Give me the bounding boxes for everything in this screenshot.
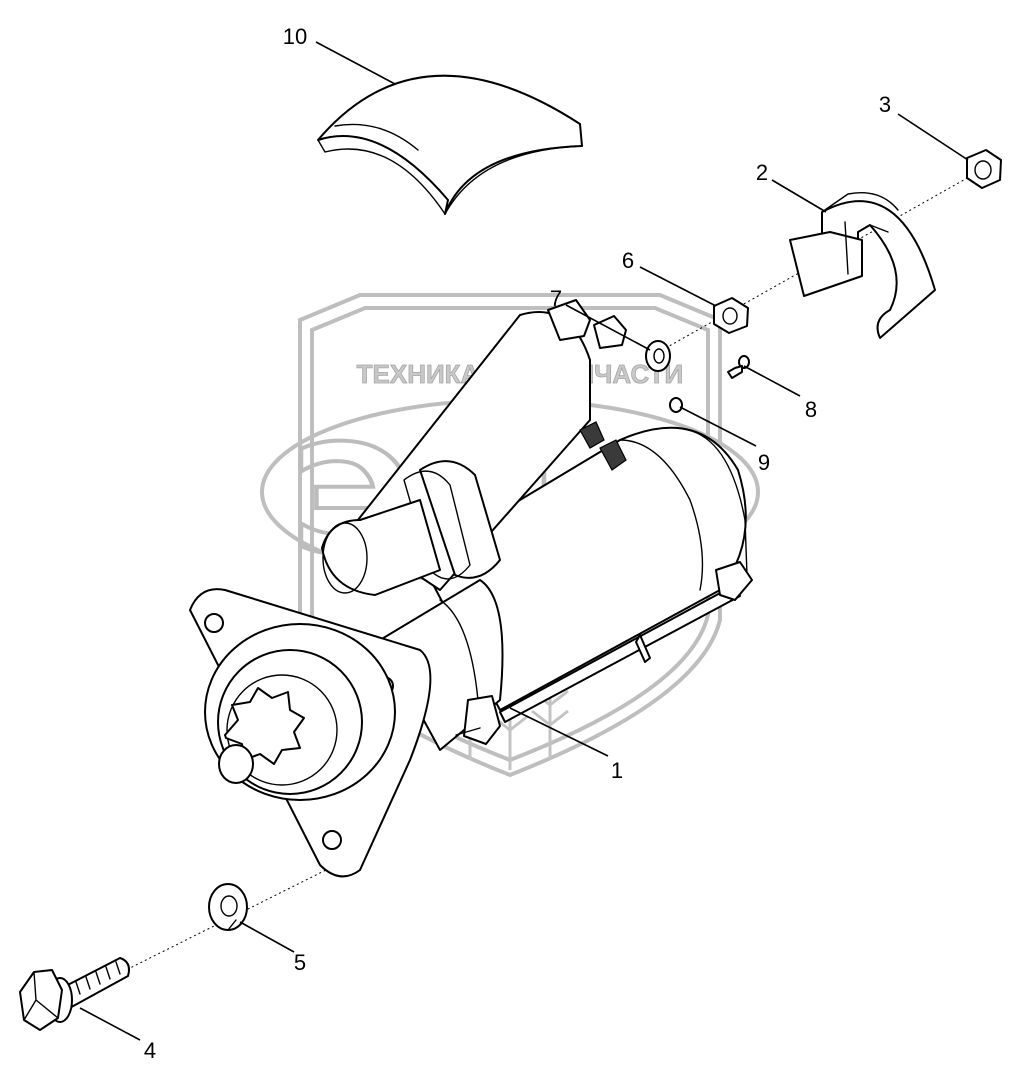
- callout-2: 2: [756, 160, 768, 185]
- part-3-nut: [966, 149, 1002, 189]
- leader-2: [771, 179, 827, 213]
- leader-10: [315, 41, 396, 85]
- callout-7: 7: [550, 286, 562, 311]
- leader-8: [743, 365, 801, 397]
- callout-3: 3: [879, 92, 891, 117]
- part-8-screw: [727, 355, 750, 379]
- part-1-starter: [189, 299, 753, 878]
- part-2-terminal-cover: [789, 192, 936, 339]
- leader-5: [239, 921, 295, 953]
- callout-6: 6: [622, 248, 634, 273]
- callout-1: 1: [611, 758, 623, 783]
- leader-7: [565, 304, 651, 351]
- part-5-washer: [208, 883, 248, 931]
- part-9-washer: [669, 397, 683, 413]
- callout-8: 8: [805, 397, 817, 422]
- leader-9: [679, 406, 757, 447]
- leader-1: [509, 707, 609, 757]
- watermark-brand-left: ТЕХНИКА: [357, 359, 480, 389]
- part-7-washer: [645, 340, 671, 372]
- part-6-nut: [713, 297, 749, 334]
- callout-5: 5: [294, 950, 306, 975]
- callout-10: 10: [283, 24, 307, 49]
- leader-3: [897, 113, 969, 161]
- callout-4: 4: [144, 1038, 156, 1063]
- part-4-bolt: [19, 957, 130, 1031]
- leader-6: [639, 266, 717, 307]
- callout-9: 9: [758, 450, 770, 475]
- part-10-heat-shield: [317, 74, 583, 215]
- leader-4: [79, 1007, 141, 1041]
